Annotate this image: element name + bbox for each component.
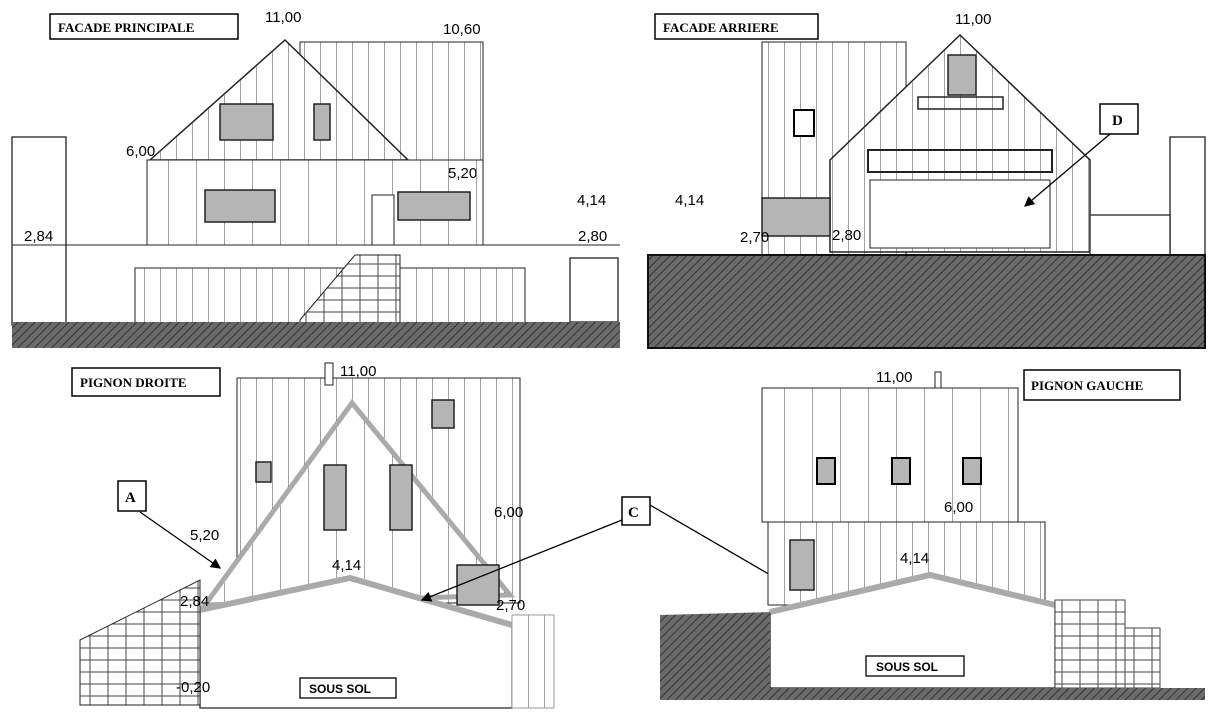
level-label: 10,60	[443, 21, 481, 38]
level-label: 4,14	[900, 550, 929, 567]
marker-c-arrow-left	[420, 519, 623, 602]
level-label: 5,20	[190, 527, 219, 544]
window	[313, 103, 331, 141]
pignon-gauche-drawing: PIGNON GAUCHE 11,00 6,00 4,14 SOUS SOL	[660, 369, 1205, 700]
window	[397, 191, 471, 221]
panel-title: FACADE PRINCIPALE	[58, 20, 194, 35]
window	[456, 564, 500, 606]
balcony	[867, 149, 1053, 173]
level-label: 6,00	[944, 499, 973, 516]
window	[793, 109, 815, 137]
entrance-door	[371, 194, 395, 246]
level-label: 11,00	[955, 11, 991, 28]
level-label: 6,00	[126, 143, 155, 160]
window	[389, 464, 413, 531]
marker-a: A	[125, 490, 136, 506]
window	[323, 464, 347, 531]
level-label: 2,80	[832, 227, 861, 244]
stone-wall	[1054, 599, 1126, 689]
level-label: 11,00	[265, 9, 301, 26]
panel-title: FACADE ARRIERE	[663, 20, 779, 35]
room-label: SOUS SOL	[309, 682, 371, 696]
level-label: 4,14	[577, 192, 606, 209]
ground-section	[12, 322, 620, 348]
marker-c: C	[628, 505, 639, 521]
marker-d: D	[1112, 113, 1123, 129]
room-label: SOUS SOL	[876, 660, 938, 674]
neighbor-building-right	[569, 257, 619, 323]
level-label: 2,70	[740, 229, 769, 246]
window	[947, 54, 977, 96]
level-label: 6,00	[494, 504, 523, 521]
annex	[1089, 214, 1171, 256]
window	[789, 539, 815, 591]
level-label: 5,20	[448, 165, 477, 182]
upper-balcony	[917, 96, 1004, 110]
window	[219, 103, 274, 141]
level-label: 2,84	[24, 228, 53, 245]
pignon-droite-drawing: PIGNON DROITE 11,00 5,20 6,00 4,14 2,84 …	[71, 362, 824, 709]
neighbor-building-left	[11, 136, 67, 326]
neighbor-building-right	[1169, 136, 1206, 256]
level-label: 2,70	[496, 597, 525, 614]
level-label: 2,84	[180, 593, 209, 610]
facade-principale-drawing: FACADE PRINCIPALE 11,00 10,60 6,00 5,20 …	[11, 9, 620, 348]
upper-volume	[761, 387, 1019, 523]
window	[431, 399, 455, 429]
ground-section	[660, 688, 1205, 700]
marker-a-arrow	[139, 511, 222, 569]
level-label: 11,00	[340, 363, 376, 380]
window	[962, 457, 982, 485]
level-label: -0,20	[176, 679, 210, 696]
window	[204, 189, 276, 223]
fence	[511, 614, 555, 709]
panel-title: PIGNON DROITE	[80, 375, 187, 390]
marker-d-arrow	[1024, 133, 1111, 207]
window	[761, 197, 831, 237]
level-label: 11,00	[876, 369, 912, 386]
level-label: 4,14	[675, 192, 704, 209]
bay-window	[869, 179, 1051, 249]
ground-section	[647, 254, 1206, 349]
panel-title: PIGNON GAUCHE	[1031, 378, 1143, 393]
level-label: 4,14	[332, 557, 361, 574]
ground-slope	[660, 612, 770, 690]
facade-arriere-drawing: FACADE ARRIERE 11,00 4,14 2,70 2,80 D	[647, 11, 1206, 349]
window	[816, 457, 836, 485]
window	[891, 457, 911, 485]
level-label: 2,80	[578, 228, 607, 245]
window	[255, 461, 272, 483]
stone-wall	[79, 579, 201, 706]
